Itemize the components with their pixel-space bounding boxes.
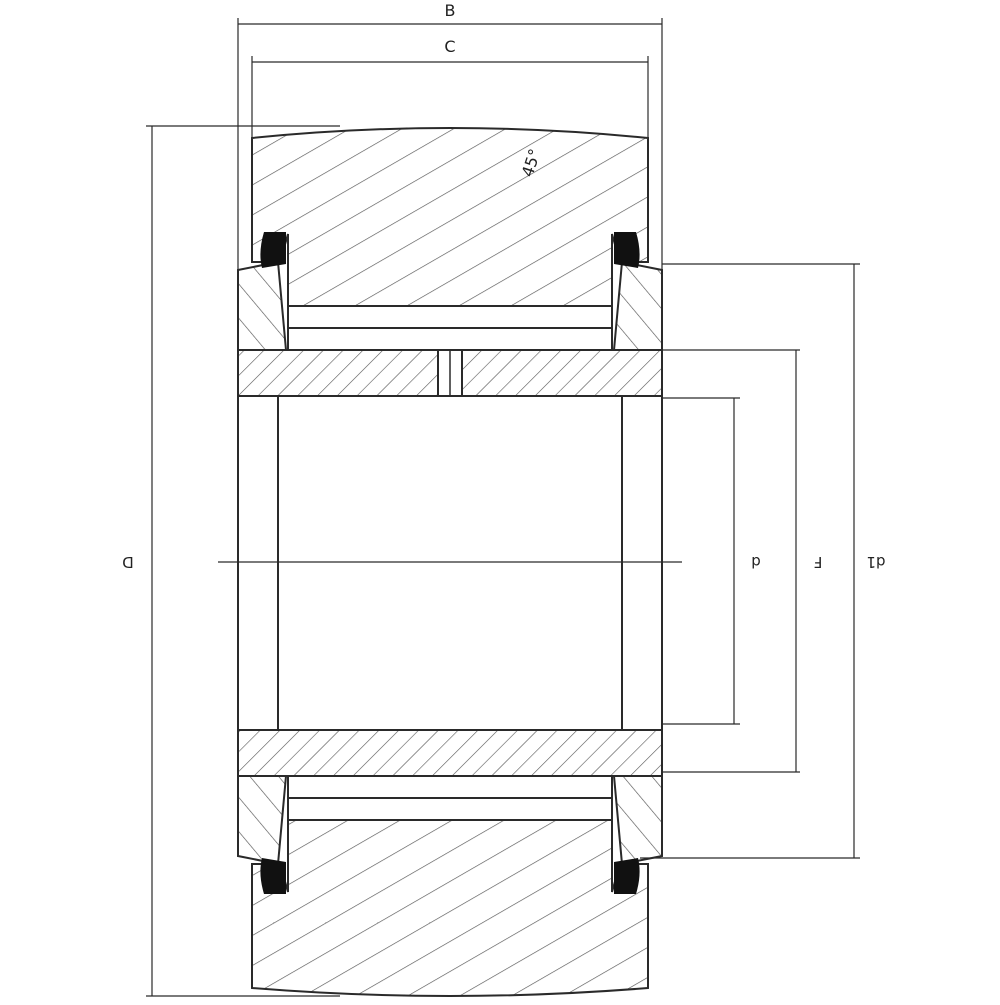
- inner-ring-bottom: [237, 729, 663, 777]
- dimension-label-B: B: [445, 1, 456, 20]
- right-end-washer-top: [612, 260, 663, 351]
- seal-left-bottom: [260, 858, 286, 894]
- right-end-washer-bottom: [612, 775, 663, 866]
- dimension-label-d1: d1: [866, 553, 885, 571]
- needle-roller-top: [287, 305, 613, 329]
- left-end-washer-bottom: [237, 775, 288, 866]
- dimension-label-D: D: [122, 553, 134, 571]
- dimension-F: F: [662, 349, 823, 773]
- needle-cage-bottom: [287, 775, 613, 799]
- bore-right-wall: [621, 395, 663, 731]
- needle-roller-bottom: [287, 797, 613, 821]
- outer-ring-bottom: [251, 819, 649, 997]
- dimension-D: D: [122, 125, 340, 997]
- bore-left-wall: [237, 395, 279, 731]
- seal-left-top: [260, 232, 286, 268]
- outer-ring-top: [251, 127, 649, 307]
- left-end-washer-top: [237, 260, 288, 351]
- dimension-B: B: [237, 1, 663, 270]
- dimension-label-C: C: [444, 37, 455, 56]
- needle-cage-top: [287, 327, 613, 351]
- dimension-label-F: F: [814, 553, 823, 571]
- dimension-C: C: [251, 37, 649, 138]
- dimension-label-d: d: [751, 553, 761, 571]
- seal-right-bottom: [614, 858, 640, 894]
- dimension-d1: d1: [640, 263, 886, 859]
- seal-right-top: [614, 232, 640, 268]
- dimension-d: d: [662, 397, 761, 725]
